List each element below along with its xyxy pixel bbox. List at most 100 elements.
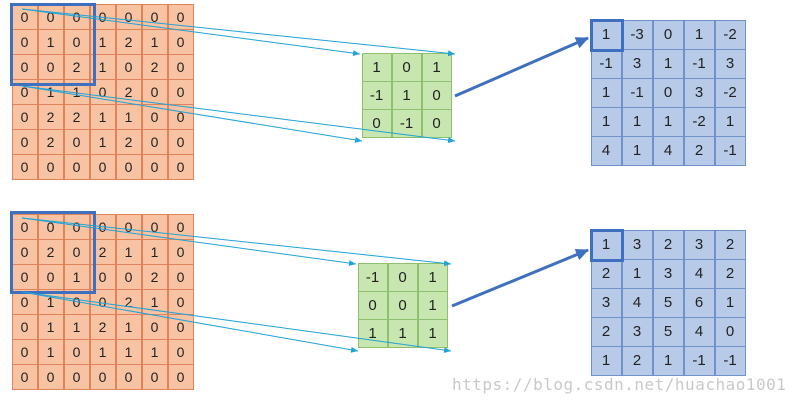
matrix-cell: 0 <box>37 263 64 290</box>
matrix-cell: 0 <box>11 103 38 130</box>
matrix-cell: -1 <box>590 48 622 79</box>
matrix-cell: 0 <box>167 78 194 105</box>
matrix-cell: 1 <box>89 338 116 365</box>
matrix-cell: 0 <box>167 3 194 30</box>
matrix-cell: 0 <box>63 288 90 315</box>
matrix-cell: 0 <box>37 363 64 390</box>
matrix-cell: 1 <box>63 263 90 290</box>
matrix-cell: 1 <box>621 106 653 137</box>
matrix-cell: 0 <box>89 78 116 105</box>
matrix-cell: 0 <box>37 213 64 240</box>
matrix-cell: 4 <box>652 135 684 166</box>
matrix-cell: 0 <box>89 3 116 30</box>
matrix-cell: 0 <box>63 213 90 240</box>
matrix-cell: 0 <box>141 213 168 240</box>
matrix-cell: 0 <box>141 103 168 130</box>
matrix-cell: 0 <box>141 3 168 30</box>
matrix-cell: 2 <box>37 238 64 265</box>
matrix-cell: 0 <box>115 263 142 290</box>
matrix-cell: 2 <box>63 103 90 130</box>
matrix-cell: 1 <box>89 103 116 130</box>
matrix-cell: 0 <box>141 313 168 340</box>
matrix-cell: 2 <box>89 313 116 340</box>
matrix-cell: 4 <box>683 258 715 289</box>
matrix-cell: 1 <box>115 103 142 130</box>
matrix-cell: 0 <box>11 313 38 340</box>
matrix-cell: -1 <box>714 345 746 376</box>
matrix-cell: 3 <box>621 316 653 347</box>
matrix-cell: 1 <box>621 135 653 166</box>
matrix-cell: 0 <box>714 316 746 347</box>
matrix-cell: 1 <box>417 318 448 348</box>
matrix-cell: 0 <box>115 363 142 390</box>
matrix-cell: 0 <box>167 263 194 290</box>
matrix-cell: 0 <box>63 3 90 30</box>
matrix-cell: 0 <box>167 28 194 55</box>
matrix-cell: 1 <box>361 52 392 82</box>
matrix-cell: 1 <box>652 106 684 137</box>
matrix-cell: 1 <box>141 338 168 365</box>
matrix-cell: 0 <box>11 338 38 365</box>
matrix-cell: 0 <box>11 363 38 390</box>
matrix-cell: 0 <box>421 108 452 138</box>
matrix-cell: -2 <box>714 77 746 108</box>
matrix-cell: 1 <box>590 229 622 260</box>
matrix-cell: 1 <box>652 48 684 79</box>
matrix-cell: 2 <box>652 229 684 260</box>
matrix-cell: 0 <box>11 263 38 290</box>
matrix-cell: -1 <box>391 108 422 138</box>
matrix-cell: 0 <box>11 238 38 265</box>
matrix-cell: 0 <box>11 153 38 180</box>
matrix-cell: 1 <box>590 106 622 137</box>
matrix-cell: 1 <box>417 262 448 292</box>
matrix-cell: 2 <box>683 135 715 166</box>
matrix-cell: 0 <box>89 263 116 290</box>
matrix-cell: 0 <box>141 128 168 155</box>
matrix-cell: 1 <box>37 288 64 315</box>
matrix-cell: -1 <box>683 48 715 79</box>
matrix-cell: 0 <box>89 213 116 240</box>
matrix-cell: 1 <box>37 28 64 55</box>
matrix-cell: 3 <box>683 77 715 108</box>
matrix-cell: 0 <box>89 153 116 180</box>
matrix-cell: 1 <box>37 338 64 365</box>
matrix-cell: 1 <box>590 19 622 50</box>
matrix-cell: 1 <box>590 345 622 376</box>
matrix-cell: 0 <box>167 288 194 315</box>
matrix-cell: 0 <box>115 213 142 240</box>
matrix-cell: 4 <box>590 135 622 166</box>
matrix-cell: 0 <box>37 153 64 180</box>
matrix-cell: 0 <box>167 238 194 265</box>
matrix-cell: 1 <box>89 28 116 55</box>
matrix-cell: 5 <box>652 287 684 318</box>
matrix-cell: 1 <box>714 287 746 318</box>
matrix-cell: 1 <box>417 290 448 320</box>
matrix-cell: 1 <box>63 313 90 340</box>
matrix-cell: 2 <box>37 128 64 155</box>
matrix-cell: 0 <box>652 19 684 50</box>
matrix-cell: 0 <box>357 290 388 320</box>
matrix-cell: 0 <box>167 213 194 240</box>
matrix-cell: 0 <box>63 238 90 265</box>
matrix-cell: 0 <box>167 128 194 155</box>
matrix-cell: 2 <box>115 28 142 55</box>
matrix-cell: 1 <box>683 19 715 50</box>
matrix-cell: 1 <box>387 318 418 348</box>
matrix-cell: -1 <box>621 77 653 108</box>
matrix-cell: 0 <box>387 290 418 320</box>
matrix-cell: 0 <box>141 78 168 105</box>
matrix-cell: 1 <box>37 313 64 340</box>
matrix-cell: 1 <box>141 238 168 265</box>
matrix-cell: 0 <box>115 53 142 80</box>
matrix-cell: 0 <box>115 3 142 30</box>
watermark-text: https://blog.csdn.net/huachao1001 <box>452 375 787 394</box>
matrix-cell: 0 <box>11 28 38 55</box>
matrix-cell: 3 <box>621 48 653 79</box>
matrix-cell: 1 <box>115 338 142 365</box>
matrix-cell: 2 <box>621 345 653 376</box>
matrix-cell: 5 <box>652 316 684 347</box>
matrix-cell: -2 <box>714 19 746 50</box>
matrix-cell: 6 <box>683 287 715 318</box>
